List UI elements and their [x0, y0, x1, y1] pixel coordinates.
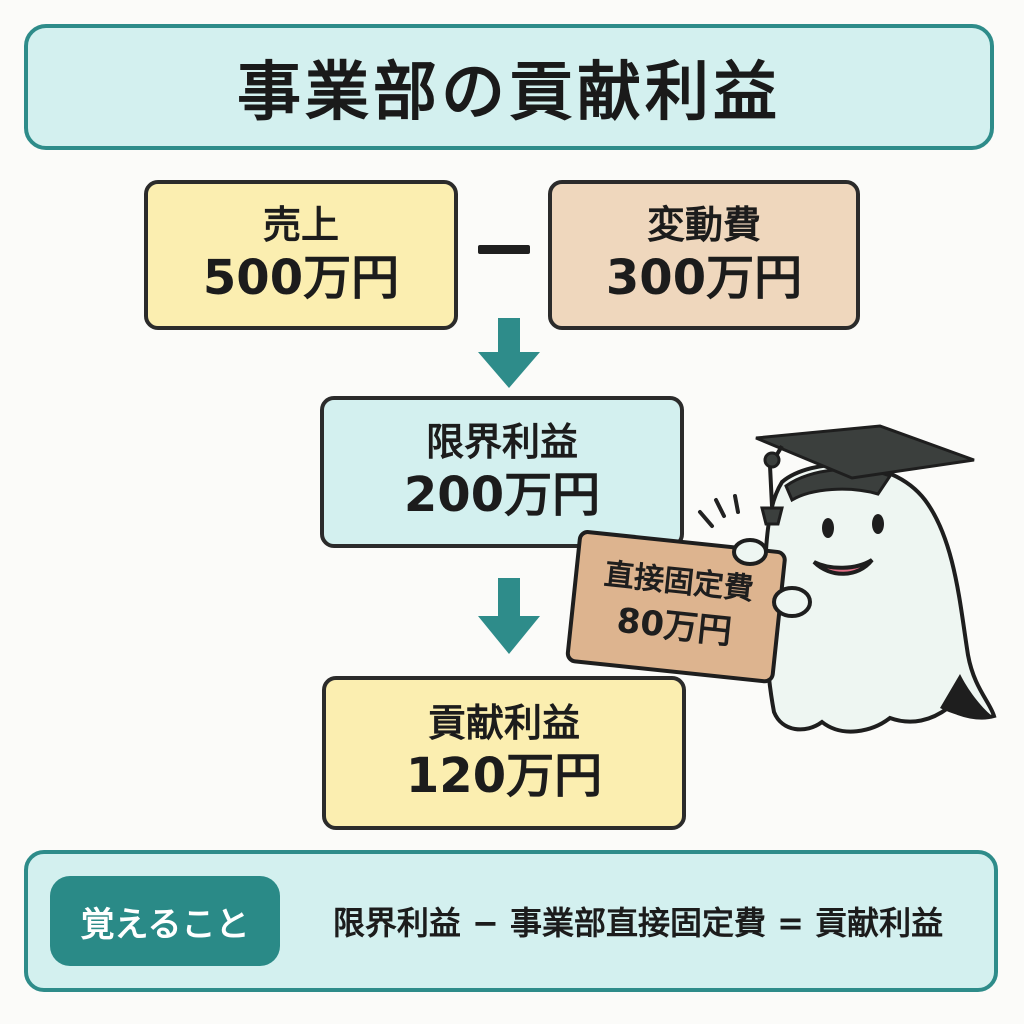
memo-badge: 覚えること [50, 876, 280, 966]
sales-box: 売上 500万円 [144, 180, 458, 330]
marginal-profit-box: 限界利益 200万円 [320, 396, 684, 548]
marginal-profit-label: 限界利益 [425, 419, 578, 464]
memo-formula: 限界利益 − 事業部直接固定費 = 貢献利益 [332, 904, 944, 942]
down-arrow-icon [478, 318, 540, 388]
variable-cost-value: 300万円 [605, 250, 803, 307]
marginal-profit-value: 200万円 [403, 467, 601, 524]
memo-panel: 覚えること 限界利益 − 事業部直接固定費 = 貢献利益 [24, 850, 998, 992]
page-title: 事業部の貢献利益 [237, 56, 781, 130]
variable-cost-label: 変動費 [646, 202, 761, 247]
title-banner: 事業部の貢献利益 [24, 24, 994, 150]
minus-sign [478, 245, 530, 254]
contribution-profit-box: 貢献利益 120万円 [322, 676, 686, 830]
sales-label: 売上 [262, 202, 339, 247]
contribution-profit-label: 貢献利益 [427, 700, 580, 745]
variable-cost-box: 変動費 300万円 [548, 180, 860, 330]
sales-value: 500万円 [202, 250, 400, 307]
contribution-profit-value: 120万円 [405, 748, 603, 805]
down-arrow-icon [478, 578, 540, 654]
ghost-mascot-illustration: 直接固定費 80万円 [565, 424, 997, 734]
